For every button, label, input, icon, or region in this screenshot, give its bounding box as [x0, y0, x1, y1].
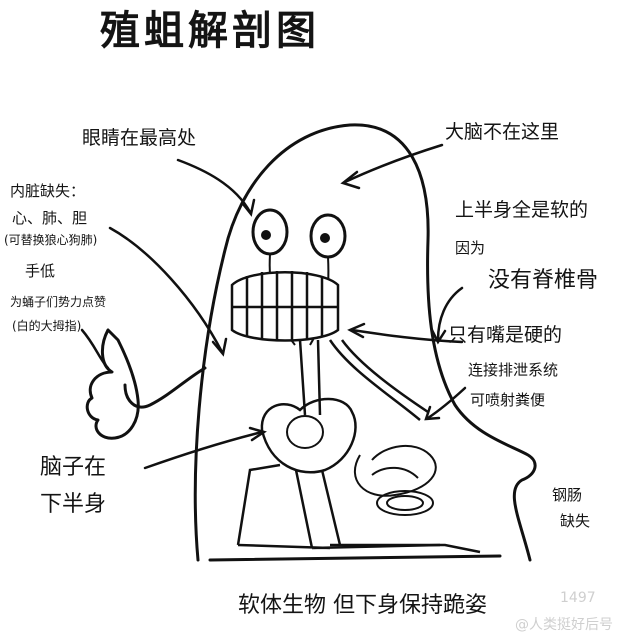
- label-soft-2: 因为: [455, 239, 486, 257]
- page-title: 殖蛆解剖图: [100, 8, 320, 54]
- arrow-brain: [343, 143, 444, 184]
- ground-line: [208, 554, 502, 562]
- teeth: [230, 271, 340, 342]
- label-mouth-2: 连接排泄系统: [468, 361, 559, 379]
- esophagus: [298, 339, 322, 416]
- arrow-eyes: [176, 158, 252, 214]
- watermark-2: 1497: [560, 590, 596, 606]
- arrow-mouth: [350, 328, 464, 344]
- annotation-arrows: [80, 143, 467, 470]
- label-soft-1: 上半身全是软的: [455, 199, 589, 221]
- label-mouth-1: 只有嘴是硬的: [448, 324, 563, 346]
- arrow-brain-lower: [143, 430, 264, 470]
- arrow-hand: [80, 328, 110, 370]
- skeleton: [236, 397, 481, 554]
- label-hand-2: 为蛹子们势力点赞: [10, 295, 107, 309]
- label-hand-3: (白的大拇指): [12, 319, 82, 333]
- label-steel-1: 钢肠: [552, 486, 583, 504]
- body-outline: [193, 123, 537, 562]
- label-hand-1: 手低: [25, 262, 56, 280]
- arrow-soft: [436, 286, 464, 342]
- label-brain-lower-2: 下半身: [40, 492, 107, 517]
- watermark-1: @人类挺好后号: [515, 617, 613, 633]
- label-brain-not-here: 大脑不在这里: [445, 121, 560, 143]
- label-organs-missing-3: (可替换狼心狗肺): [4, 233, 98, 247]
- label-brain-lower-1: 脑子在: [40, 455, 107, 480]
- label-bottom: 软体生物 但下身保持跪姿: [238, 593, 487, 618]
- label-eyes: 眼睛在最高处: [82, 127, 197, 149]
- intestines: [354, 444, 437, 516]
- thumb-hand: [85, 328, 140, 440]
- label-soft-3: 没有脊椎骨: [488, 268, 599, 293]
- label-mouth-3: 可喷射粪便: [470, 391, 546, 409]
- arrow-organs: [108, 226, 224, 354]
- label-organs-missing-2: 心、肺、胆: [12, 209, 88, 227]
- label-steel-2: 缺失: [560, 512, 591, 530]
- label-organs-missing-1: 内脏缺失：: [10, 182, 86, 200]
- arm-outline: [123, 366, 207, 409]
- arrow-excretion: [426, 386, 467, 420]
